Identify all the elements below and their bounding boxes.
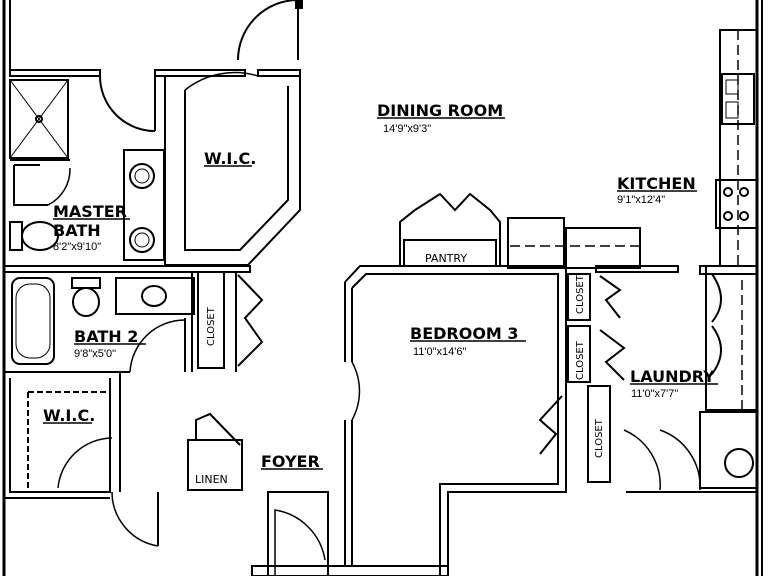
shower-diag-2 — [9, 79, 69, 159]
bedroom3-outer-walls — [344, 265, 567, 576]
washer-arc-1 — [711, 273, 722, 323]
door-swing-bath2 — [129, 319, 186, 373]
bathtub-bath2 — [11, 277, 55, 365]
wall-wic-top-left — [154, 69, 246, 77]
bedroom3-left-wall-top — [344, 282, 353, 362]
sink-2-inner — [134, 232, 150, 248]
foyer-door-frame — [267, 491, 329, 576]
door-swing-wic-lower — [57, 437, 113, 489]
door-swing-laundry — [659, 429, 701, 491]
label-bath-2: BATH 2 — [74, 327, 138, 346]
washer-arc-2 — [711, 325, 722, 375]
label-laundry: LAUNDRY — [630, 367, 715, 386]
label-dining-room: DINING ROOM — [377, 101, 503, 120]
bedroom3-inner-walls — [351, 273, 559, 576]
pantry-doors — [399, 192, 501, 266]
laundry-fixture-box — [699, 411, 758, 489]
label-wic-lower: W.I.C. — [43, 406, 95, 425]
sink-bath2 — [141, 285, 167, 307]
door-swing-master-bath — [99, 75, 156, 132]
label-master-bath-line1: MASTER — [53, 202, 127, 221]
shower-drain — [35, 115, 43, 123]
label-foyer: FOYER — [261, 452, 320, 471]
closet-b3-low — [587, 385, 611, 483]
wall-wic-top-right — [257, 69, 301, 77]
bedroom3-left-wall-low — [344, 420, 353, 566]
door-swing-top — [237, 0, 299, 61]
dims-master-bath: 8'2"x9'10" — [53, 241, 101, 253]
door-swing-bedroom3 — [351, 361, 361, 421]
closet-bath2-bifold — [237, 274, 264, 367]
closet-bath2-box — [197, 271, 225, 369]
bathtub-inner — [15, 283, 51, 359]
closet-b3-mid-door — [599, 329, 626, 381]
burner-4 — [739, 211, 749, 221]
label-pantry: PANTRY — [425, 252, 467, 265]
door-swing-hall — [111, 491, 159, 547]
closet-b3-mid — [567, 325, 591, 383]
wall-toilet-enclosure — [13, 164, 48, 206]
label-closet-b3-top: CLOSET — [575, 274, 586, 314]
burner-2 — [739, 187, 749, 197]
sink-1-master-bath — [129, 163, 155, 189]
door-swing-wic — [184, 71, 259, 91]
door-swing-laundry-2 — [623, 429, 661, 491]
shower-stall — [9, 79, 69, 159]
label-closet-b3-low: CLOSET — [594, 418, 605, 458]
label-linen: LINEN — [195, 473, 228, 486]
kitchen-sink-basin-1 — [725, 79, 739, 95]
wic-lower-walls — [9, 378, 111, 493]
label-closet-b3-mid: CLOSET — [575, 340, 586, 380]
kitchen-sink — [721, 73, 755, 125]
foyer-threshold — [251, 565, 449, 576]
toilet-bowl-master — [21, 221, 59, 251]
kitchen-range — [715, 179, 758, 229]
burner-3 — [723, 211, 733, 221]
closet-b3-low-door — [538, 395, 563, 455]
vanity-bath2 — [115, 277, 195, 315]
label-bedroom-3: BEDROOM 3 — [410, 324, 519, 343]
laundry-walls — [705, 266, 757, 411]
dims-kitchen: 9'1"x12'4" — [617, 194, 665, 206]
dims-laundry: 11'0"x7'7" — [631, 388, 678, 400]
water-heater — [724, 448, 754, 478]
sink-2-master-bath — [129, 227, 155, 253]
wic-upper-wall-inner — [184, 86, 289, 251]
sink-1-inner — [134, 168, 150, 184]
kitchen-bar — [699, 265, 758, 275]
closet-b3-top — [567, 273, 591, 321]
pantry-shelf — [403, 239, 497, 267]
label-closet-bath2: CLOSET — [206, 306, 217, 346]
foyer-door-swing — [274, 509, 326, 576]
toilet-bowl-bath2 — [72, 287, 100, 317]
linen-closet — [187, 439, 243, 491]
dims-bedroom-3: 11'0"x14'6" — [413, 346, 466, 358]
vanity-master-bath — [123, 149, 165, 261]
label-wic-upper: W.I.C. — [204, 149, 256, 168]
toilet-tank-master — [9, 221, 23, 251]
counter-1 — [507, 217, 565, 269]
label-master-bath-line2: BATH — [53, 221, 101, 240]
kitchen-sink-basin-2 — [725, 101, 739, 119]
closet-b3-top-door — [599, 275, 622, 319]
wall-master-bath-bottom — [3, 265, 251, 273]
door-jamb-top — [295, 0, 303, 9]
label-kitchen: KITCHEN — [617, 174, 696, 193]
bar-ledge — [595, 265, 679, 273]
wic-lower-shelf — [27, 391, 108, 488]
dims-dining-room: 14'9"x9'3" — [383, 123, 431, 135]
burner-1 — [723, 187, 733, 197]
wall-master-bath-top — [9, 69, 101, 77]
dims-bath-2: 9'8"x5'0" — [74, 348, 116, 360]
counter-2 — [565, 227, 641, 269]
toilet-tank-bath2 — [71, 277, 101, 289]
door-swing-toilet — [47, 167, 71, 206]
linen-door — [195, 412, 241, 446]
